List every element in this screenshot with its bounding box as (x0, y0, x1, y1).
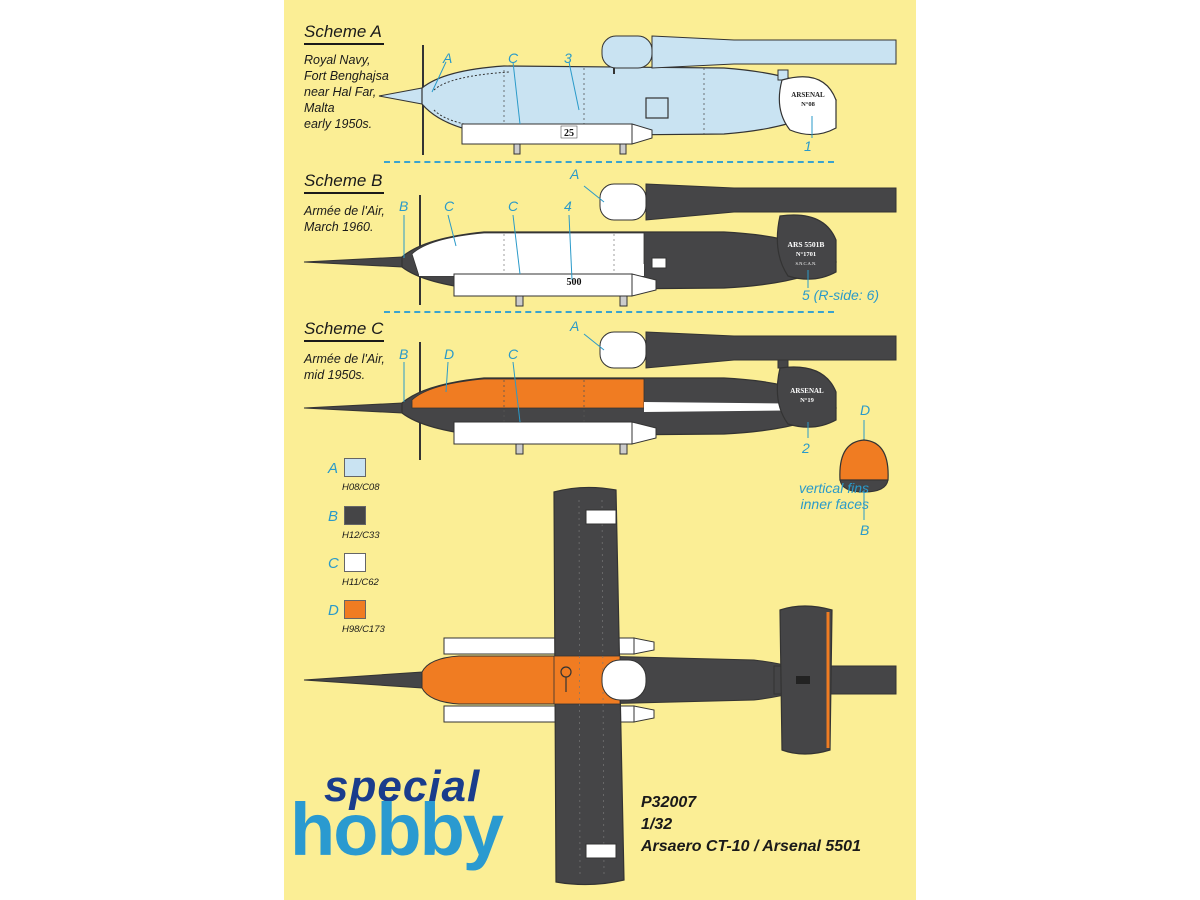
fin-inset-label: vertical fins inner faces (759, 480, 869, 512)
scheme-c-tail-number: N°19 (800, 397, 815, 404)
color-code: H08/C08 (342, 482, 380, 493)
desc-line: Malta (304, 101, 335, 115)
scheme-b-serial: 500 (567, 277, 582, 288)
callout-c-D: D (444, 346, 455, 362)
callout-a-3: 3 (564, 50, 572, 66)
callout-b-4: 4 (564, 198, 572, 214)
desc-line: Armée de l'Air, (304, 204, 385, 218)
callout-c-C: C (508, 346, 519, 362)
color-code: H11/C62 (342, 577, 379, 588)
callout-b-A: A (570, 166, 580, 182)
color-swatch-b (344, 506, 366, 525)
callout-b-5: 5 (R-side: 6) (802, 287, 880, 303)
product-scale: 1/32 (641, 816, 673, 833)
scheme-a-underline (304, 43, 384, 45)
callout-a-A: A (443, 50, 453, 66)
desc-line: March 1960. (304, 220, 374, 234)
color-key-a: A H08/C08 (328, 458, 388, 498)
brand-logo-special: special (324, 762, 481, 811)
brand-logo-hobby: hobby (290, 788, 504, 871)
callout-b-C2: C (508, 198, 519, 214)
color-letter: B (328, 508, 339, 525)
scheme-b-tail-marking: ARS 5501B (788, 240, 825, 249)
desc-line: near Hal Far, (304, 85, 377, 99)
scheme-b-title: Scheme B (304, 171, 383, 190)
color-swatch-a (344, 458, 366, 477)
color-letter: C (328, 555, 339, 572)
desc-line: Armée de l'Air, (304, 352, 385, 366)
callout-b-C1: C (444, 198, 455, 214)
desc-line: early 1950s. (304, 117, 373, 131)
callout-c-B: B (399, 346, 409, 362)
fin-inner-face-drawing (839, 420, 889, 520)
scheme-b-description: Armée de l'Air, March 1960. (304, 203, 414, 235)
scheme-a-tail-number: N°08 (801, 101, 816, 108)
instruction-sheet: Scheme A Royal Navy, Fort Benghajsa near… (284, 0, 916, 900)
desc-line: Fort Benghajsa (304, 69, 389, 83)
fin-inset-label-line: vertical fins (798, 480, 869, 496)
product-info: P32007 1/32 Arsaero CT-10 / Arsenal 5501 (641, 792, 861, 858)
color-key-b: B H12/C33 (328, 506, 388, 546)
top-view-drawing (303, 486, 897, 886)
color-letter: D (328, 602, 339, 619)
color-letter: A (328, 460, 339, 477)
scheme-b-profile-drawing: 500 ARS 5501B N°1701 S.N.C.A.N. (303, 183, 897, 307)
product-code: P32007 (641, 794, 697, 811)
scheme-c-profile-drawing: ARSENAL N°19 (303, 331, 897, 460)
fin-inset-top-letter: D (860, 402, 871, 418)
scheme-divider (384, 161, 834, 163)
desc-line: Royal Navy, (304, 53, 371, 67)
callout-a-1: 1 (804, 138, 812, 154)
color-key-d: D H98/C173 (328, 600, 388, 640)
scheme-a-profile-drawing: 25 ARSENAL N°08 (378, 35, 897, 155)
callout-c-A: A (570, 318, 580, 334)
color-key-c: C H11/C62 (328, 553, 388, 593)
desc-line: mid 1950s. (304, 368, 366, 382)
scheme-a-description: Royal Navy, Fort Benghajsa near Hal Far,… (304, 52, 414, 132)
scheme-a-serial: 25 (564, 128, 574, 139)
callout-b-B: B (399, 198, 409, 214)
color-swatch-d (344, 600, 366, 619)
color-code: H98/C173 (342, 624, 385, 635)
scheme-b-tail-maker: S.N.C.A.N. (796, 261, 817, 266)
scheme-b-underline (304, 192, 384, 194)
product-name: Arsaero CT-10 / Arsenal 5501 (641, 838, 861, 855)
scheme-c-description: Armée de l'Air, mid 1950s. (304, 351, 414, 383)
scheme-c-underline (304, 340, 384, 342)
scheme-a-title: Scheme A (304, 22, 382, 41)
callout-c-2: 2 (802, 440, 810, 456)
callout-a-C: C (508, 50, 519, 66)
scheme-divider (384, 311, 834, 313)
color-swatch-c (344, 553, 366, 572)
fin-inset-bottom-letter: B (860, 522, 870, 538)
scheme-c-title: Scheme C (304, 319, 384, 338)
scheme-b-tail-number: N°1701 (796, 251, 816, 258)
fin-inset-label-line: inner faces (800, 496, 869, 512)
scheme-a-tail-marking: ARSENAL (791, 91, 825, 99)
scheme-c-tail-marking: ARSENAL (790, 387, 824, 395)
color-code: H12/C33 (342, 530, 380, 541)
